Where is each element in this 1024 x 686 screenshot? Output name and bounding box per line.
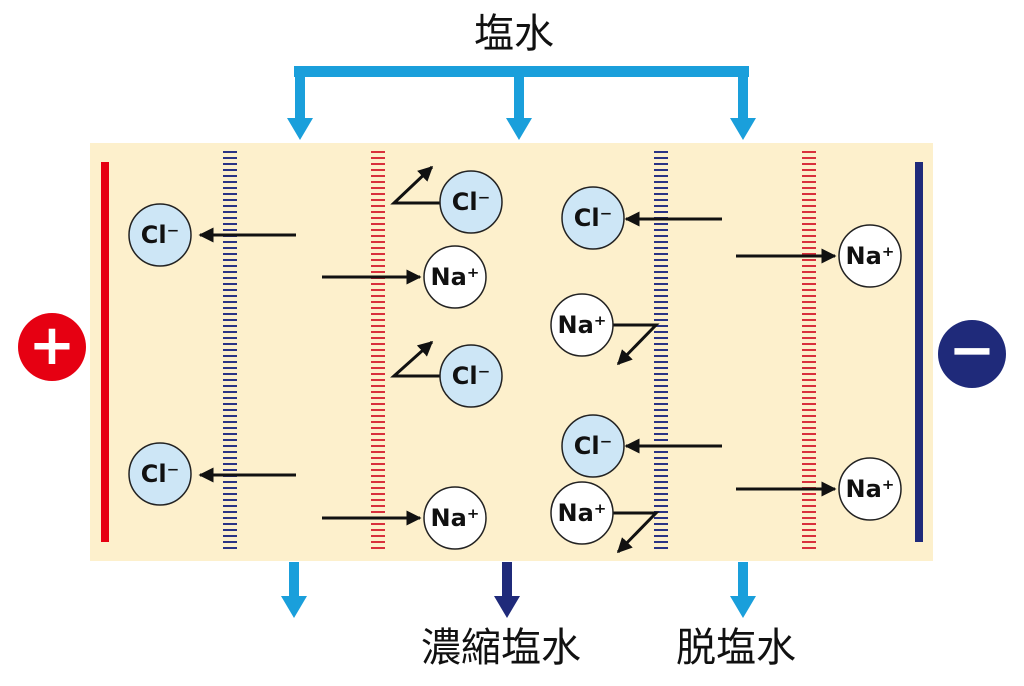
anode-plate <box>101 162 109 542</box>
desalted-label: 脱塩水 <box>676 625 796 671</box>
anion-exchange-membrane <box>654 151 668 549</box>
outflow-arrows <box>281 562 756 618</box>
sodium-ion: Na⁺ <box>838 457 902 521</box>
sodium-ion-label: Na⁺ <box>431 504 480 532</box>
sodium-ion-label: Na⁺ <box>846 242 895 270</box>
chloride-ion-label: Cl⁻ <box>452 362 491 390</box>
chloride-ion-label: Cl⁻ <box>141 221 180 249</box>
chloride-ion: Cl⁻ <box>561 414 625 478</box>
rejection-arrow <box>390 165 440 205</box>
anion-exchange-membrane <box>223 151 237 549</box>
concentrate-outflow-arrow <box>494 562 520 618</box>
plus-symbol: + <box>29 313 76 378</box>
concentrate-label: 濃縮塩水 <box>421 625 581 671</box>
feed-arrow <box>730 70 756 140</box>
chloride-ion: Cl⁻ <box>128 203 192 267</box>
anode-terminal <box>18 313 86 381</box>
chloride-ion-label: Cl⁻ <box>574 204 613 232</box>
chloride-ion: Cl⁻ <box>561 186 625 250</box>
cation-exchange-membrane <box>371 151 385 549</box>
feed-label: 塩水 <box>474 11 554 57</box>
rejection-arrow <box>612 323 660 366</box>
feed-manifold <box>287 66 756 140</box>
sodium-ion-label: Na⁺ <box>846 475 895 503</box>
desalted-outflow-arrow <box>730 562 756 618</box>
sodium-ion: Na⁺ <box>423 245 487 309</box>
minus-symbol: − <box>949 318 996 383</box>
sodium-ion-label: Na⁺ <box>431 263 480 291</box>
sodium-ion: Na⁺ <box>838 224 902 288</box>
feed-arrow <box>287 70 313 140</box>
cathode-terminal <box>938 320 1006 388</box>
rejection-arrow <box>612 511 660 554</box>
chloride-ion-label: Cl⁻ <box>452 188 491 216</box>
chloride-ion: Cl⁻ <box>439 170 503 234</box>
rejection-arrow <box>390 340 440 378</box>
cathode-plate <box>915 162 923 542</box>
chloride-ion: Cl⁻ <box>439 344 503 408</box>
chloride-ion-label: Cl⁻ <box>574 432 613 460</box>
chloride-ion-label: Cl⁻ <box>141 460 180 488</box>
sodium-ion: Na⁺ <box>550 481 614 545</box>
sodium-ion-label: Na⁺ <box>558 499 607 527</box>
sodium-ion: Na⁺ <box>423 486 487 550</box>
sodium-ion: Na⁺ <box>550 293 614 357</box>
cation-exchange-membrane <box>802 151 816 549</box>
ion-migration-arrows <box>198 165 837 554</box>
sodium-ion-label: Na⁺ <box>558 311 607 339</box>
outflow-arrow <box>281 562 307 618</box>
chloride-ion: Cl⁻ <box>128 442 192 506</box>
feed-arrow <box>506 70 532 140</box>
